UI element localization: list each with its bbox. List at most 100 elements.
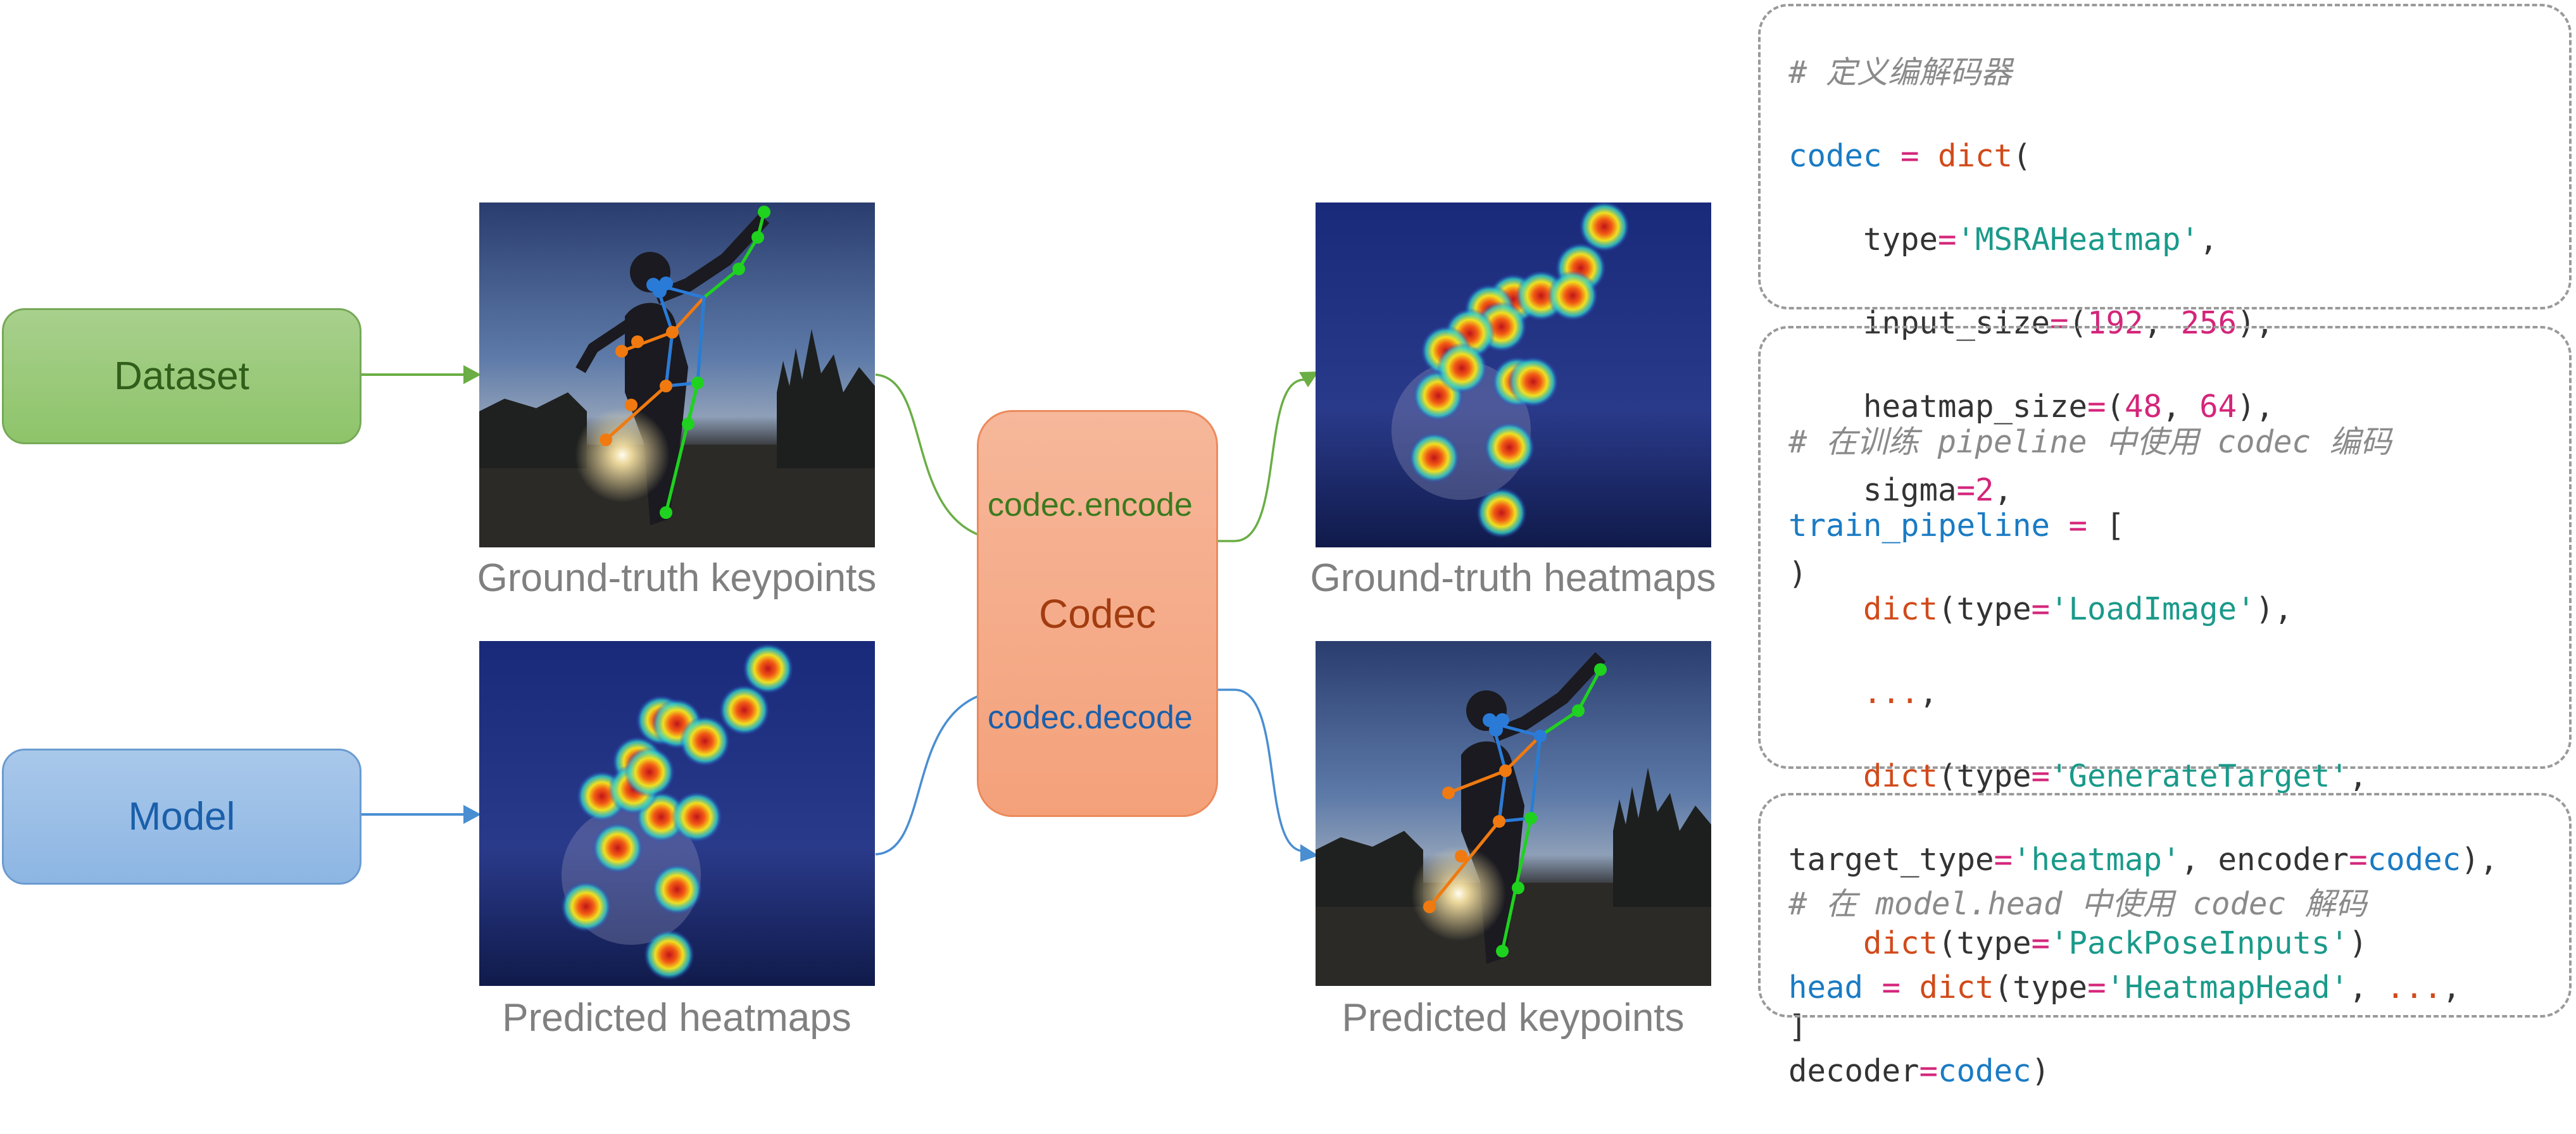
codec-decode-label: codec.decode (988, 699, 1193, 736)
codec-encode-label: codec.encode (988, 487, 1193, 523)
code1-sigma-comma: , (1994, 472, 2013, 508)
train-pipeline-code: # 在训练 pipeline 中使用 codec 编码 train_pipeli… (1788, 380, 2498, 1090)
heatmap-blob (1579, 202, 1630, 252)
dataset-arrowhead (463, 365, 481, 384)
code2-l6-a: (type (1938, 925, 2032, 961)
code3-fn: dict (1919, 969, 1994, 1006)
code1-type-key: type (1788, 221, 1938, 258)
codec-definition-code: # 定义编解码器 codec = dict( type='MSRAHeatmap… (1788, 10, 2274, 637)
code1-input-eq: = (2050, 305, 2069, 341)
gt-keypoints-image (479, 202, 875, 547)
dataset-node: Dataset (2, 308, 361, 444)
code2-l5-b: , encoder (2180, 842, 2349, 878)
code2-l3-dots: ... (1788, 675, 1919, 711)
code1-eq: = (1882, 138, 1938, 174)
pred-joints (1423, 663, 1607, 957)
dataset-label: Dataset (114, 354, 249, 398)
code3-comment: # 在 model.head 中使用 codec 解码 (1788, 886, 2367, 922)
code1-input-n1: 192 (2087, 305, 2144, 341)
code2-comment: # 在训练 pipeline 中使用 codec 编码 (1788, 424, 2392, 460)
code2-l4-s: 'GenerateTarget' (2050, 758, 2349, 794)
code3-a: (type (1994, 969, 2088, 1006)
code1-var: codec (1788, 138, 1882, 174)
pred-heatmaps-image (479, 641, 875, 986)
codec-label: Codec (1039, 590, 1156, 637)
model-node: Model (2, 749, 361, 885)
gt-heatmaps-scene (1316, 202, 1711, 547)
gt-heatmaps-caption: Ground-truth heatmaps (1310, 556, 1716, 600)
code2-l3-p: , (1919, 675, 1938, 711)
heatmap-blob (1409, 432, 1460, 483)
code1-hm-key: heatmap_size (1788, 389, 2088, 425)
code2-l6-s: 'PackPoseInputs' (2050, 925, 2349, 961)
code1-hm-eq: = (2087, 389, 2106, 425)
code1-type-val: 'MSRAHeatmap' (1956, 221, 2200, 258)
pred-heatmap-blobs (560, 643, 794, 980)
heatmap-blob (1484, 421, 1535, 473)
code1-type-comma: , (2199, 221, 2218, 258)
pred-keypoints-scene (1316, 641, 1711, 986)
code2-l2-p: ), (2255, 591, 2293, 627)
code2-l2-fn: dict (1788, 591, 1938, 627)
code3-l2-p: ) (2031, 1053, 2051, 1089)
code3-l2-eq: = (1919, 1053, 1938, 1089)
code2-l5-v: codec (2367, 842, 2461, 878)
pred-keypoints-image (1316, 641, 1711, 986)
code3-c: , (2349, 969, 2387, 1006)
code3-l2-v: codec (1938, 1053, 2032, 1089)
model-label: Model (128, 795, 236, 838)
decode-arrowhead (1300, 844, 1319, 862)
heatmap-blob (644, 929, 694, 980)
code1-hm-p1: ( (2106, 389, 2125, 425)
code3-dots: ... (2386, 969, 2442, 1006)
code1-hm-n2: 64 (2199, 389, 2237, 425)
heatmap-blob (651, 864, 703, 915)
heatmap-blob (1476, 487, 1527, 539)
heatmap-blob (1547, 270, 1599, 321)
code2-l5-p: ), (2461, 842, 2499, 878)
code1-hm-n1: 48 (2125, 389, 2163, 425)
code2-l6-p: ) (2349, 925, 2368, 961)
code1-sigma-eq: = (1956, 472, 1976, 508)
code2-l5-eq: = (1994, 842, 2013, 878)
code2-l4-a: (type (1938, 758, 2032, 794)
gt-keypoints-caption: Ground-truth keypoints (477, 556, 877, 600)
train-pipeline-box (1758, 326, 2572, 769)
code1-hm-c: , (2162, 389, 2200, 425)
code2-close: ] (1788, 1009, 1807, 1045)
gt-heatmap-blobs (1409, 202, 1630, 539)
code1-sigma-val: 2 (1975, 472, 1994, 508)
code3-var: head (1788, 969, 1864, 1006)
pred-heatmaps-scene (479, 641, 875, 986)
model-head-box (1758, 793, 2572, 1018)
code1-input-p2: ), (2237, 305, 2275, 341)
heatmap-blob (743, 643, 794, 694)
code3-eq2: = (2087, 969, 2106, 1006)
code3-p: , (2442, 969, 2461, 1006)
model-head-code: # 在 model.head 中使用 codec 解码 head = dict(… (1788, 842, 2461, 1134)
code1-hm-p2: ), (2237, 389, 2275, 425)
code2-l5-s: 'heatmap' (2013, 842, 2181, 878)
code2-l5-eq2: = (2349, 842, 2368, 878)
code1-input-p1: ( (2068, 305, 2088, 341)
code1-comment: # 定义编解码器 (1788, 54, 2013, 90)
code2-bracket: [ (2106, 508, 2125, 544)
code1-type-eq: = (1938, 221, 1957, 258)
code2-l4-fn: dict (1788, 758, 1938, 794)
pred-keypoints-caption: Predicted keypoints (1341, 996, 1685, 1040)
code2-l2-eq: = (2031, 591, 2051, 627)
codec-definition-box (1758, 4, 2572, 309)
gt-heatmaps-image (1316, 202, 1711, 547)
heatmap-blob (592, 823, 643, 873)
code2-l6-eq: = (2031, 925, 2051, 961)
pred-heatmaps-caption: Predicted heatmaps (502, 996, 851, 1040)
code2-l2-s: 'LoadImage' (2050, 591, 2256, 627)
heatmap-blob (1507, 356, 1559, 408)
code2-l4-p: , (2349, 758, 2368, 794)
code1-paren: ( (2013, 138, 2032, 174)
heatmap-blob (560, 881, 612, 932)
code2-l2-a: (type (1938, 591, 2032, 627)
code2-l5-a: target_type (1788, 842, 1994, 878)
heatmap-blob (671, 791, 722, 842)
gt-joints (600, 206, 770, 519)
